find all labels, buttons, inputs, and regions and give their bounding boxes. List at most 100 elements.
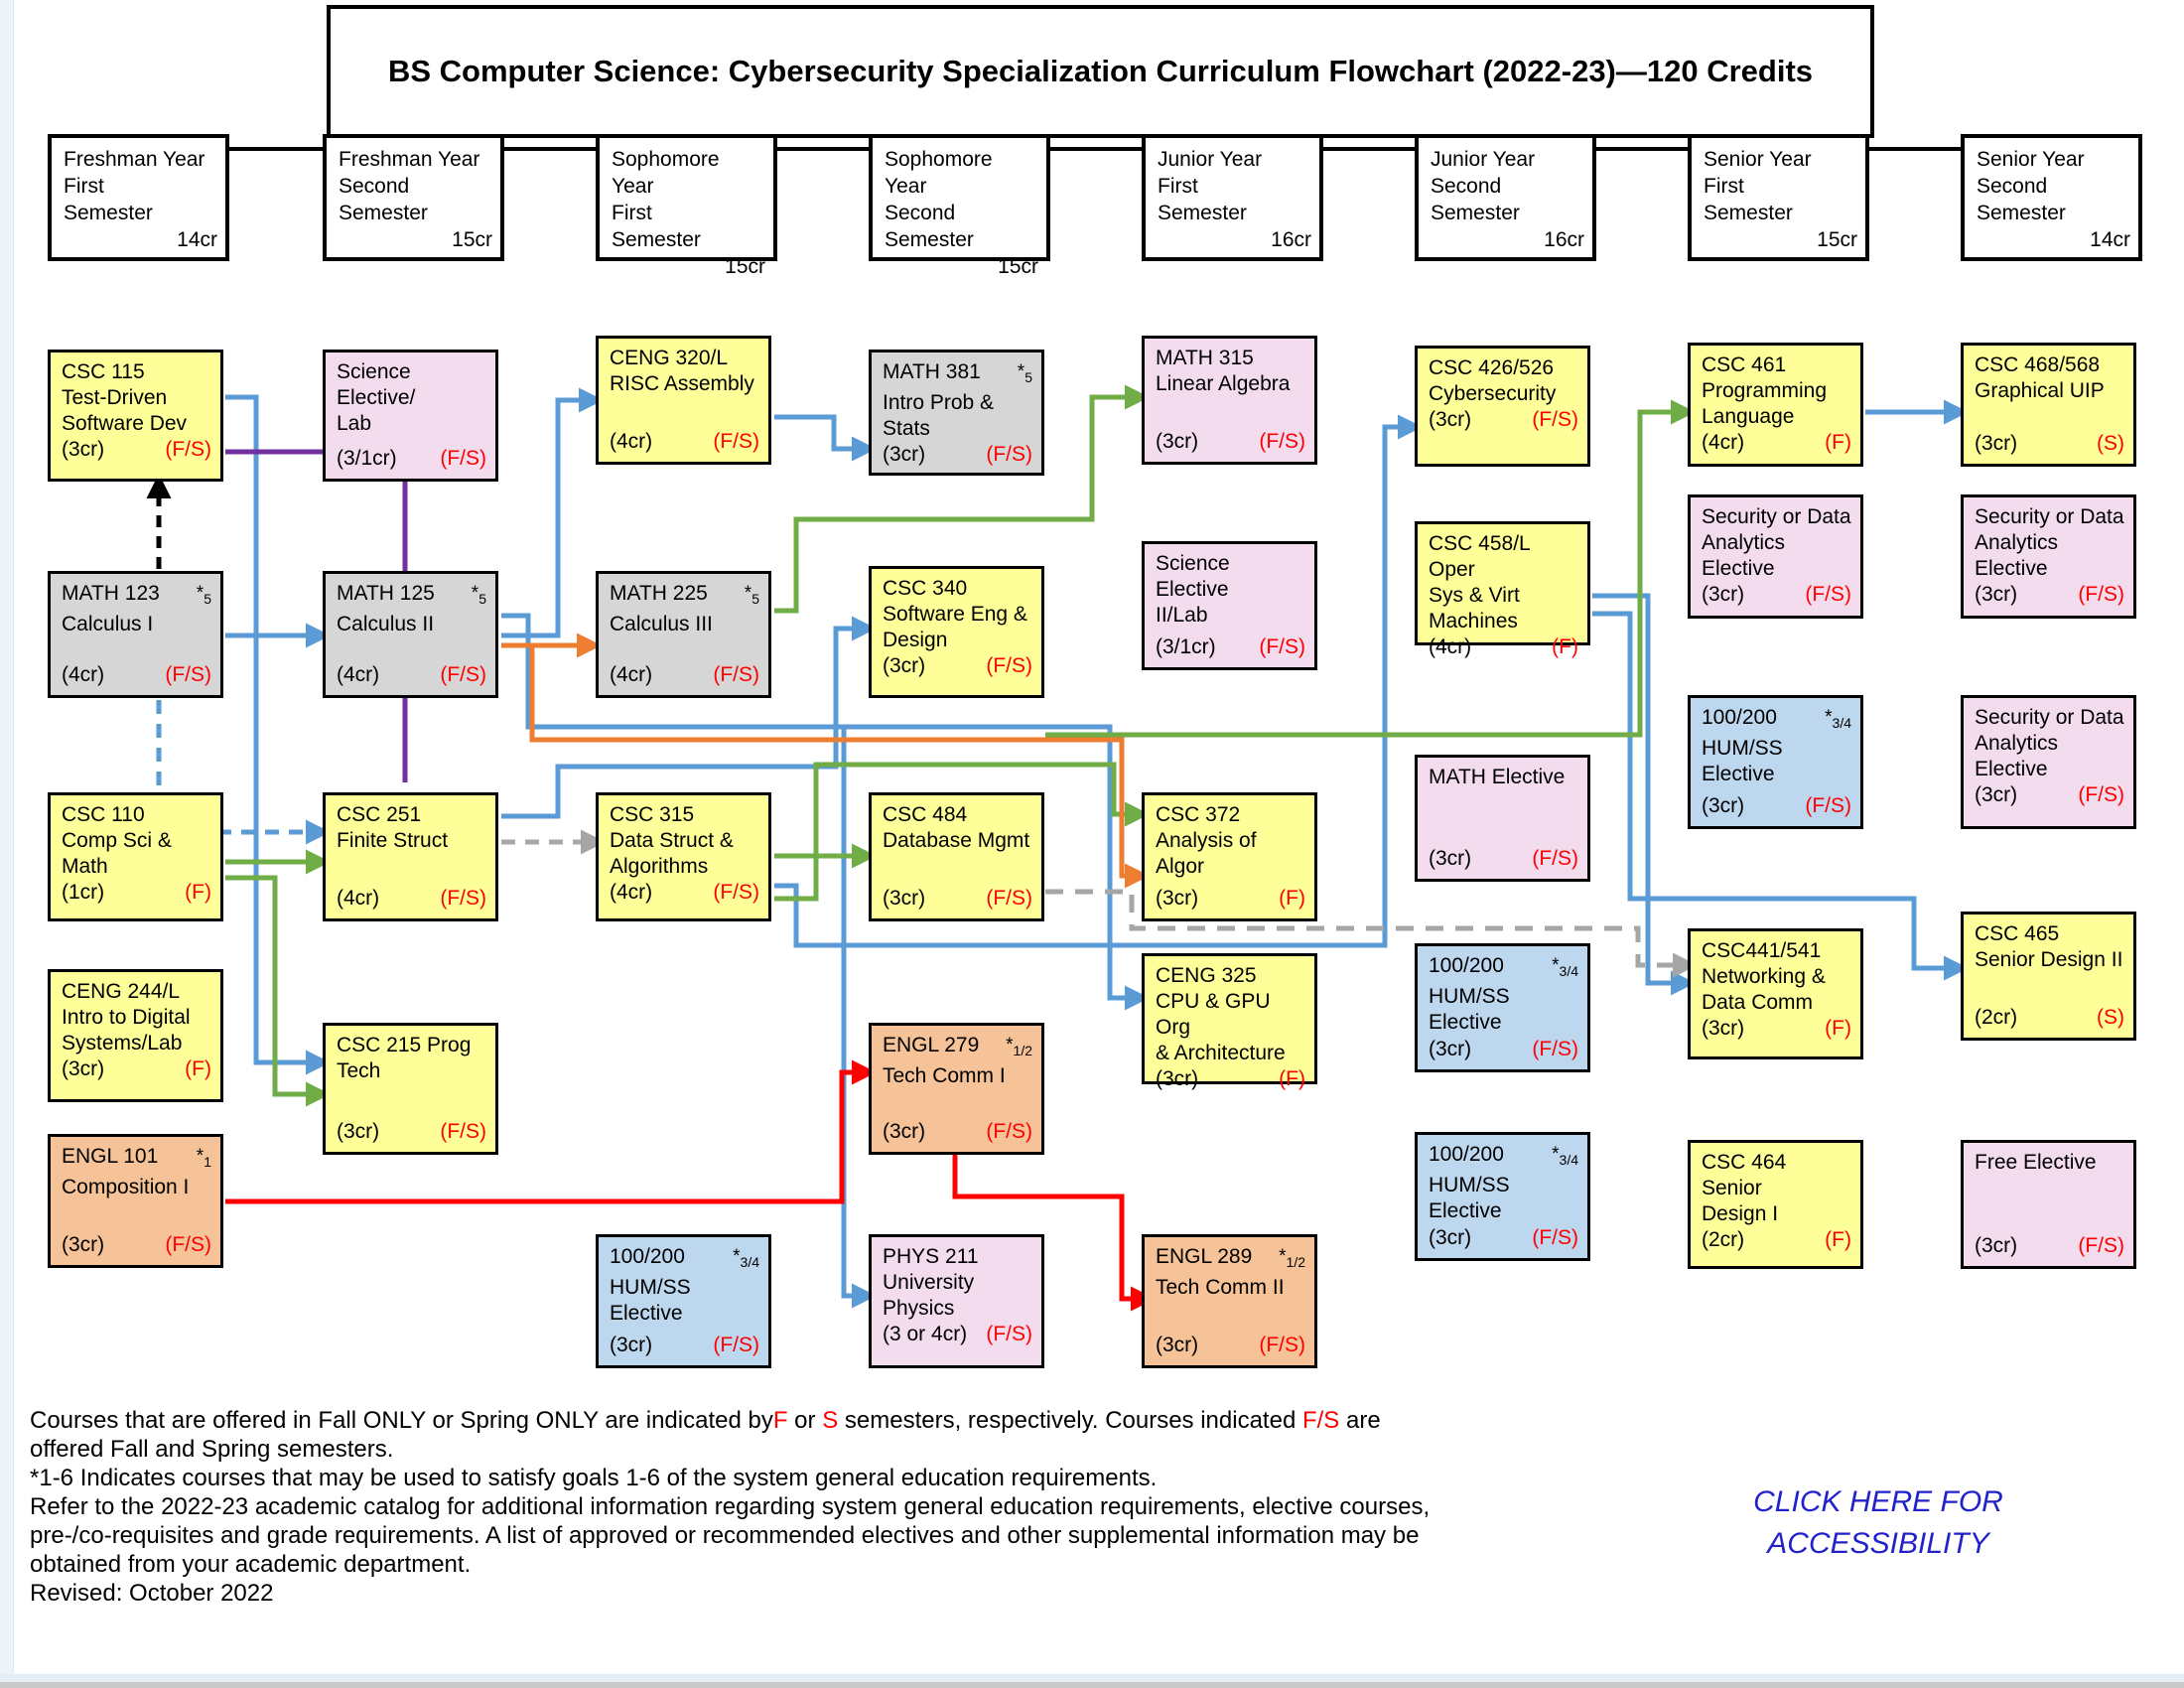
course-code: ENGL 101 (62, 1145, 159, 1168)
course-title-line: Physics (883, 1297, 955, 1320)
course-title-line: Graphical UIP (1975, 379, 2105, 402)
course-code: CSC 110 (62, 803, 145, 826)
course-credits: (3cr) (1429, 1226, 1472, 1249)
course-title-line: Language (1702, 405, 1795, 428)
semester-header-label: Semester (64, 202, 153, 224)
course-title-line: HUM/SS Elective (1429, 1173, 1510, 1222)
semester-header-label: Semester (1977, 202, 2066, 224)
course-credits: (3/1cr) (337, 447, 397, 470)
course-term: (F/S) (1532, 1226, 1578, 1249)
course-title-line: Analytics (1975, 531, 2059, 554)
course-credits: (3cr) (883, 1120, 926, 1143)
course-code: CSC 458/L Oper (1429, 532, 1530, 581)
course-credits: (3cr) (62, 1233, 105, 1256)
course-sci-elective: Science Elective/Lab(3/1cr)(F/S) (323, 350, 498, 482)
course-title-line: Elective (1702, 557, 1775, 580)
course-title-line: Elective (1975, 758, 2048, 780)
course-term: (F) (1279, 1067, 1305, 1090)
course-code: 100/200 (1429, 1143, 1504, 1166)
course-title-line: Calculus I (62, 612, 154, 635)
course-code: MATH 315 (1156, 347, 1254, 369)
semester-header-label: Senior Year (1977, 148, 2085, 171)
course-title-line: HUM/SS Elective (1702, 736, 1783, 785)
course-credits: (4cr) (610, 663, 653, 686)
course-code: Security or Data (1975, 706, 2124, 729)
course-term: (F/S) (713, 663, 759, 686)
legend-paragraph: *1-6 Indicates courses that may be used … (30, 1465, 1158, 1491)
course-code: Science Elective/ (337, 360, 416, 409)
course-credits: (3cr) (1975, 783, 2018, 806)
revised-date: Revised: October 2022 (30, 1580, 274, 1607)
course-title-line: Software Dev (62, 412, 188, 435)
course-term: (F/S) (1259, 635, 1305, 658)
course-code: Security or Data (1975, 505, 2124, 528)
course-title-line: Sys & Virt (1429, 584, 1520, 607)
accessibility-link-line2: ACCESSIBILITY (1767, 1527, 1989, 1560)
course-term: (F/S) (1805, 794, 1851, 817)
arrows-green (225, 384, 1696, 1107)
gen-ed-goal-marker: *5 (744, 583, 759, 607)
semester-credits: 14cr (177, 228, 217, 251)
course-code: CSC 426/526 (1429, 356, 1555, 379)
course-credits: (4cr) (1429, 635, 1472, 658)
gen-ed-goal-marker: *3/4 (1825, 707, 1851, 731)
course-title-line: RISC Assembly (610, 372, 754, 395)
course-title-line: Machines (1429, 610, 1518, 633)
semester-credits: 15cr (725, 255, 765, 278)
semester-header-label: Second (885, 202, 956, 224)
course-title-line: Analysis of Algor (1156, 829, 1257, 878)
semester-credits: 15cr (998, 255, 1038, 278)
course-credits: (4cr) (610, 881, 653, 904)
course-credits: (3cr) (337, 1120, 380, 1143)
semester-credits: 14cr (2090, 228, 2130, 251)
course-code: CENG 325 (1156, 964, 1257, 987)
course-credits: (2cr) (1975, 1006, 2018, 1029)
course-credits: (4cr) (337, 887, 380, 910)
course-credits: (4cr) (62, 663, 105, 686)
course-term: (S) (2097, 432, 2124, 455)
course-credits: (3cr) (1702, 794, 1745, 817)
gen-ed-goal-marker: *3/4 (1552, 955, 1578, 979)
course-code: 100/200 (1702, 706, 1777, 729)
accessibility-link[interactable]: CLICK HERE FOR ACCESSIBILITY (1700, 1481, 2057, 1565)
semester-header-label: Semester (885, 228, 974, 251)
course-term: (F/S) (986, 887, 1032, 910)
arrows-gray (501, 829, 1698, 978)
course-term: (F/S) (713, 1334, 759, 1356)
course-term: (F/S) (1259, 1334, 1305, 1356)
bottom-scrollbar[interactable] (0, 1682, 2184, 1688)
course-term: (F) (185, 881, 211, 904)
course-title-line: HUM/SS Elective (1429, 984, 1510, 1034)
arrows-orange (501, 633, 1150, 889)
course-term: (F/S) (440, 663, 486, 686)
course-code: MATH Elective (1429, 766, 1566, 788)
course-credits: (3cr) (1429, 1038, 1472, 1060)
course-code: MATH 125 (337, 582, 435, 605)
course-title-line: Elective (1975, 557, 2048, 580)
bottom-margin-strip (0, 1674, 2184, 1682)
legend-text: Courses that are offered in Fall ONLY or… (30, 1406, 1439, 1608)
course-credits: (3cr) (1429, 847, 1472, 870)
course-title-line: Tech Comm II (1156, 1275, 1285, 1299)
course-title-line: Analytics (1702, 531, 1786, 554)
course-title-line: Cybersecurity (1429, 382, 1557, 405)
